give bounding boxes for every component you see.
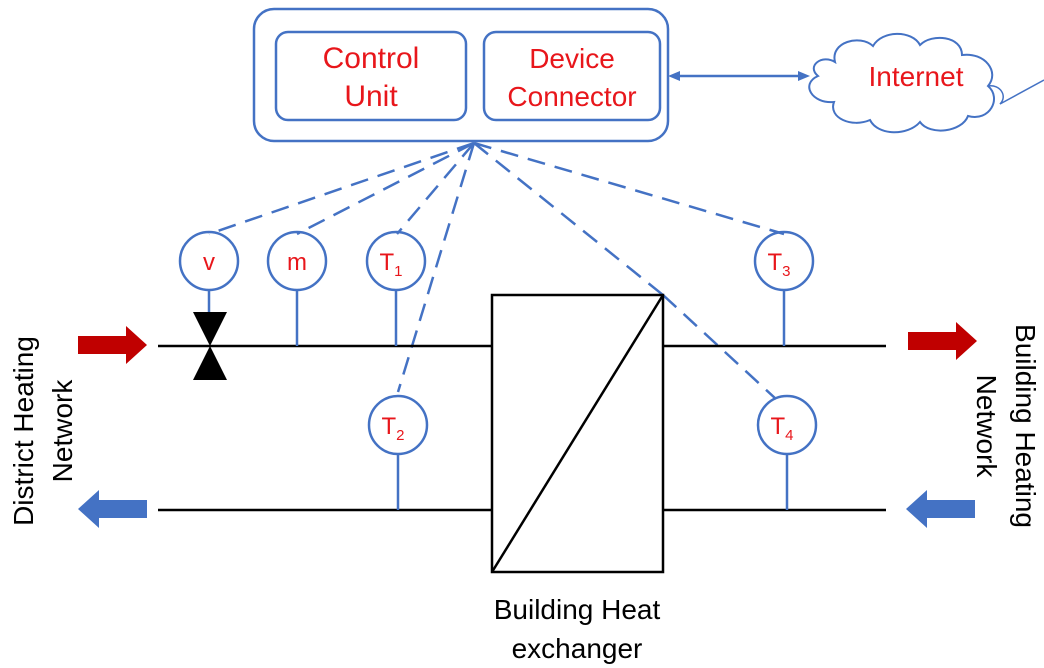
left-label-line2: Network bbox=[47, 379, 78, 483]
sensor-t3-label: T3 bbox=[767, 249, 790, 280]
valve-icon bbox=[193, 312, 227, 380]
sensor-t1-label: T1 bbox=[379, 249, 402, 280]
control-unit-label-line1: Control bbox=[323, 42, 420, 75]
heat-exchanger-label-line2: exchanger bbox=[512, 633, 643, 664]
right-label-line2: Network bbox=[971, 375, 1002, 479]
left-label-line1: District Heating bbox=[8, 336, 39, 526]
device-connector-label-line2: Connector bbox=[507, 81, 636, 112]
sensor-t3: T3 bbox=[753, 230, 815, 292]
pipes bbox=[158, 344, 886, 512]
district-heating-network-label: District Heating Network bbox=[8, 336, 78, 526]
building-heating-network-label: Building Heating Network bbox=[971, 324, 1041, 528]
sensor-v-label: v bbox=[203, 249, 215, 276]
supply-arrow-right-red bbox=[908, 322, 977, 360]
sensor-t2-label: T2 bbox=[381, 413, 404, 444]
supply-arrow-left-red bbox=[78, 326, 147, 364]
sensor-stems bbox=[207, 290, 789, 510]
sensor-t4-label: T4 bbox=[770, 413, 793, 444]
heat-exchanger bbox=[490, 293, 665, 574]
internet-cloud-icon: Internet bbox=[808, 32, 1044, 134]
control-unit-box bbox=[274, 30, 468, 122]
sensor-t4: T4 bbox=[756, 394, 818, 456]
internet-link bbox=[668, 71, 810, 81]
sensor-m: m bbox=[266, 230, 328, 292]
device-connector-label-line1: Device bbox=[529, 43, 615, 74]
signal-lines bbox=[208, 141, 785, 400]
return-arrow-left-blue bbox=[78, 490, 147, 528]
control-unit-label-line2: Unit bbox=[344, 80, 398, 113]
device-connector-box bbox=[482, 30, 662, 122]
internet-label: Internet bbox=[869, 61, 964, 92]
sensor-t2: T2 bbox=[367, 394, 429, 456]
return-arrow-right-blue bbox=[906, 490, 975, 528]
sensor-t1: T1 bbox=[365, 230, 427, 292]
sensor-v: v bbox=[178, 230, 240, 292]
heat-exchanger-label-line1: Building Heat bbox=[494, 594, 661, 625]
heat-exchanger-label: Building Heat exchanger bbox=[494, 594, 661, 664]
controller-box: Control Unit Device Connector bbox=[252, 7, 670, 143]
right-label-line1: Building Heating bbox=[1010, 324, 1041, 528]
sensor-m-label: m bbox=[287, 249, 307, 276]
